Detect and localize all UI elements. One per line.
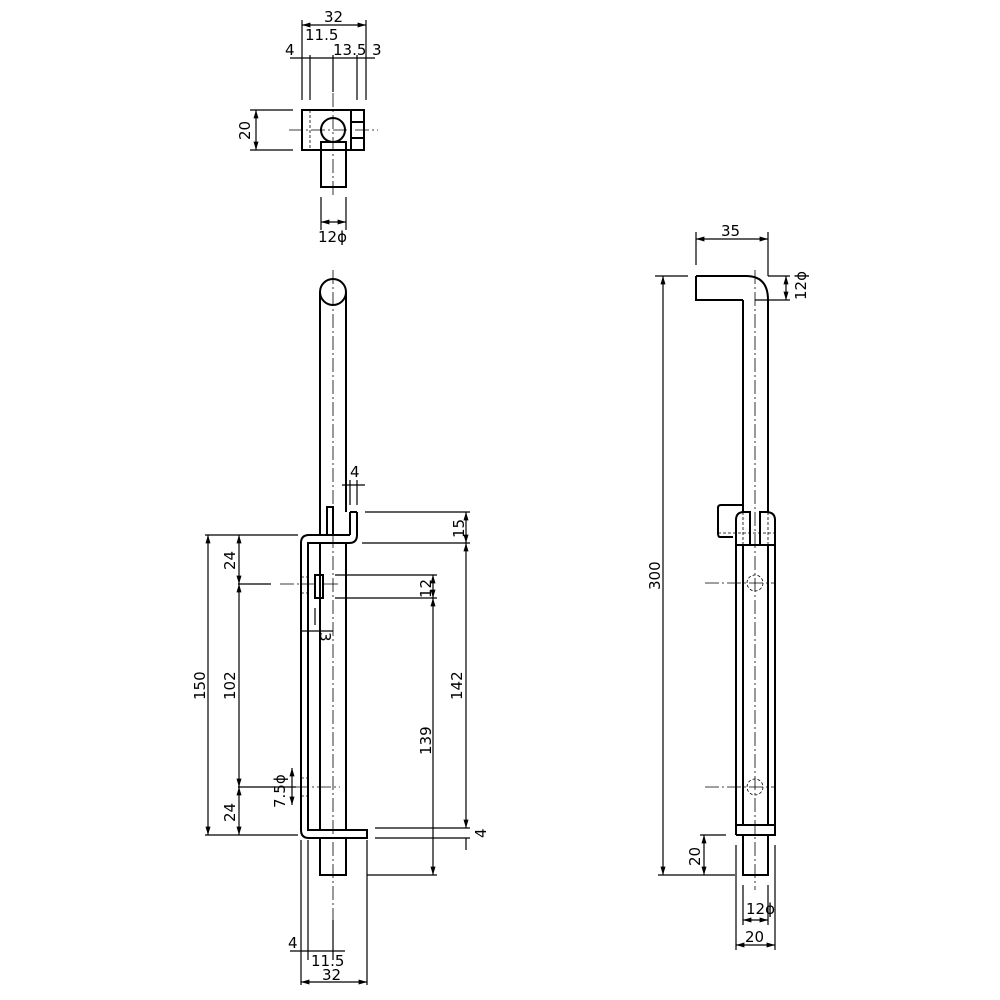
dim-label: 300 bbox=[646, 561, 664, 590]
dim-label: 3 bbox=[372, 41, 382, 59]
dim-label: 15 bbox=[450, 519, 468, 538]
dim-label: 12ϕ bbox=[746, 900, 775, 918]
dim-label: 4 bbox=[288, 934, 298, 952]
front-view: 24 102 24 150 4 15 142 12 139 4 3 7.5ϕ 4… bbox=[191, 270, 490, 985]
dim-label: 7.5ϕ bbox=[271, 774, 289, 808]
dim-label: 12ϕ bbox=[318, 228, 347, 246]
dim-label: 12 bbox=[417, 579, 435, 598]
dim-label: 11.5 bbox=[311, 952, 344, 970]
dim-label: 4 bbox=[285, 41, 295, 59]
side-view: 35 12ϕ 300 20 12ϕ 20 bbox=[646, 222, 810, 950]
dim-label: 32 bbox=[324, 8, 343, 26]
dim-label: 11.5 bbox=[305, 26, 338, 44]
dim-label: 20 bbox=[745, 928, 764, 946]
dim-label: 20 bbox=[236, 121, 254, 140]
dim-label: 13.5 bbox=[333, 41, 366, 59]
dim-label: 20 bbox=[686, 847, 704, 866]
dim-label: 24 bbox=[221, 803, 239, 822]
dim-label: 3 bbox=[316, 632, 334, 642]
dim-label: 142 bbox=[448, 671, 466, 700]
dim-label: 102 bbox=[221, 671, 239, 700]
dim-label: 24 bbox=[221, 551, 239, 570]
dim-label: 12ϕ bbox=[792, 271, 810, 300]
dim-label: 32 bbox=[322, 966, 341, 984]
top-view: 32 11.5 4 13.5 3 20 12ϕ bbox=[236, 8, 382, 246]
dim-label: 4 bbox=[350, 463, 360, 481]
dim-label: 150 bbox=[191, 671, 209, 700]
dim-label: 4 bbox=[472, 828, 490, 838]
dim-label: 139 bbox=[417, 726, 435, 755]
dim-label: 35 bbox=[721, 222, 740, 240]
